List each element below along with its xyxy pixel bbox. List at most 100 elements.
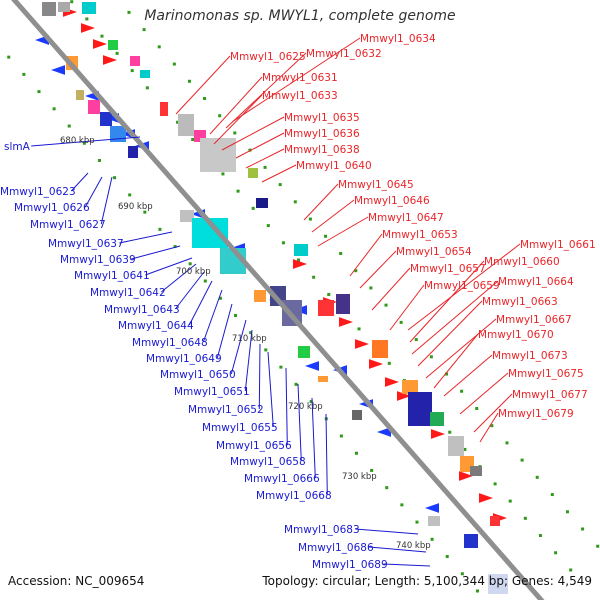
gene-block[interactable]	[58, 2, 70, 12]
gene-block[interactable]	[318, 300, 334, 316]
forward-gene-label[interactable]: Mmwyl1_0664	[498, 276, 574, 288]
reverse-gene-label[interactable]: Mmwyl1_0650	[160, 369, 236, 381]
forward-gene-label[interactable]: Mmwyl1_0638	[284, 144, 360, 156]
gene-block[interactable]	[318, 376, 328, 382]
forward-gene-label[interactable]: Mmwyl1_0675	[508, 368, 584, 380]
reverse-gene-label[interactable]: Mmwyl1_0668	[256, 490, 332, 502]
gene-block[interactable]	[82, 2, 96, 14]
forward-gene-label[interactable]: Mmwyl1_0663	[482, 296, 558, 308]
reverse-gene-label[interactable]: Mmwyl1_0623	[0, 186, 76, 198]
reverse-gene-label[interactable]: Mmwyl1_0626	[14, 202, 90, 214]
forward-gene-label[interactable]: Mmwyl1_0679	[498, 408, 574, 420]
forward-gene-arrow[interactable]	[385, 377, 399, 387]
gene-block[interactable]	[294, 244, 308, 256]
reverse-gene-label[interactable]: Mmwyl1_0655	[202, 422, 278, 434]
forward-gene-label[interactable]: Mmwyl1_0659	[424, 280, 500, 292]
gene-block[interactable]	[76, 90, 84, 100]
gene-block[interactable]	[200, 138, 236, 172]
forward-gene-label[interactable]: Mmwyl1_0634	[360, 33, 436, 45]
gene-block[interactable]	[108, 40, 118, 50]
reverse-gene-label[interactable]: Mmwyl1_0689	[312, 559, 388, 571]
reverse-gene-label[interactable]: Mmwyl1_0648	[132, 337, 208, 349]
gene-block[interactable]	[180, 210, 194, 222]
forward-gene-label[interactable]: Mmwyl1_0677	[512, 389, 588, 401]
forward-gene-arrow[interactable]	[397, 391, 411, 401]
gene-block[interactable]	[352, 410, 362, 420]
gene-block[interactable]	[402, 380, 418, 394]
forward-gene-label[interactable]: Mmwyl1_0661	[520, 239, 596, 251]
forward-gene-arrow[interactable]	[431, 429, 445, 439]
tick-mark	[400, 503, 404, 507]
forward-gene-arrow[interactable]	[81, 23, 95, 33]
gene-block[interactable]	[430, 412, 444, 426]
reverse-gene-label[interactable]: Mmwyl1_0642	[90, 287, 166, 299]
forward-gene-arrow[interactable]	[93, 39, 107, 49]
forward-gene-label[interactable]: Mmwyl1_0645	[338, 179, 414, 191]
forward-gene-arrow[interactable]	[293, 259, 307, 269]
forward-gene-label[interactable]: Mmwyl1_0657	[410, 263, 486, 275]
reverse-gene-arrow[interactable]	[51, 65, 65, 75]
forward-gene-label[interactable]: Mmwyl1_0673	[492, 350, 568, 362]
reverse-gene-label[interactable]: Mmwyl1_0651	[174, 386, 250, 398]
reverse-gene-label[interactable]: slmA	[4, 141, 31, 153]
gene-block[interactable]	[488, 574, 508, 594]
reverse-gene-label[interactable]: Mmwyl1_0652	[188, 404, 264, 416]
gene-block[interactable]	[254, 290, 266, 302]
gene-block[interactable]	[336, 294, 350, 314]
gene-block[interactable]	[372, 340, 388, 358]
reverse-gene-label[interactable]: Mmwyl1_0644	[118, 320, 194, 332]
reverse-gene-label[interactable]: Mmwyl1_0649	[146, 353, 222, 365]
forward-gene-label[interactable]: Mmwyl1_0635	[284, 112, 360, 124]
reverse-gene-label[interactable]: Mmwyl1_0643	[104, 304, 180, 316]
gene-block[interactable]	[130, 56, 140, 66]
gene-block[interactable]	[160, 102, 168, 116]
gene-block[interactable]	[100, 112, 112, 126]
reverse-gene-label[interactable]: Mmwyl1_0656	[216, 440, 292, 452]
reverse-gene-arrow[interactable]	[305, 361, 319, 371]
reverse-gene-label[interactable]: Mmwyl1_0666	[244, 473, 320, 485]
gene-block[interactable]	[42, 2, 56, 16]
gene-block[interactable]	[248, 168, 258, 178]
reverse-gene-label[interactable]: Mmwyl1_0627	[30, 219, 106, 231]
gene-block[interactable]	[490, 516, 500, 526]
forward-gene-arrow[interactable]	[459, 471, 473, 481]
forward-gene-arrow[interactable]	[355, 339, 369, 349]
forward-gene-label[interactable]: Mmwyl1_0647	[368, 212, 444, 224]
forward-gene-label[interactable]: Mmwyl1_0667	[496, 314, 572, 326]
reverse-gene-label[interactable]: Mmwyl1_0686	[298, 542, 374, 554]
gene-block[interactable]	[464, 534, 478, 548]
forward-gene-label[interactable]: Mmwyl1_0640	[296, 160, 372, 172]
gene-block[interactable]	[448, 436, 464, 456]
forward-gene-label[interactable]: Mmwyl1_0625	[230, 51, 306, 63]
forward-gene-label[interactable]: Mmwyl1_0636	[284, 128, 360, 140]
gene-block[interactable]	[88, 100, 100, 114]
gene-block[interactable]	[140, 70, 150, 78]
forward-gene-label[interactable]: Mmwyl1_0660	[484, 256, 560, 268]
forward-gene-arrow[interactable]	[479, 493, 493, 503]
reverse-gene-label[interactable]: Mmwyl1_0641	[74, 270, 150, 282]
forward-gene-label[interactable]: Mmwyl1_0670	[478, 329, 554, 341]
forward-gene-label[interactable]: Mmwyl1_0646	[354, 195, 430, 207]
gene-block[interactable]	[178, 114, 194, 136]
forward-gene-arrow[interactable]	[369, 359, 383, 369]
gene-block[interactable]	[128, 146, 138, 158]
forward-gene-label[interactable]: Mmwyl1_0632	[306, 48, 382, 60]
reverse-gene-label[interactable]: Mmwyl1_0637	[48, 238, 124, 250]
gene-block[interactable]	[428, 516, 440, 526]
reverse-gene-label[interactable]: Mmwyl1_0683	[284, 524, 360, 536]
forward-gene-arrow[interactable]	[339, 317, 353, 327]
gene-block[interactable]	[470, 466, 482, 476]
forward-gene-label[interactable]: Mmwyl1_0653	[382, 229, 458, 241]
forward-gene-arrow[interactable]	[103, 55, 117, 65]
gene-block[interactable]	[408, 392, 432, 426]
gene-block[interactable]	[298, 346, 310, 358]
reverse-gene-label[interactable]: Mmwyl1_0639	[60, 254, 136, 266]
forward-gene-label[interactable]: Mmwyl1_0654	[396, 246, 472, 258]
reverse-gene-arrow[interactable]	[425, 503, 439, 513]
forward-gene-label[interactable]: Mmwyl1_0631	[262, 72, 338, 84]
forward-gene-label[interactable]: Mmwyl1_0633	[262, 90, 338, 102]
gene-block[interactable]	[256, 198, 268, 208]
reverse-gene-label[interactable]: Mmwyl1_0658	[230, 456, 306, 468]
reverse-gene-arrow[interactable]	[377, 427, 391, 437]
